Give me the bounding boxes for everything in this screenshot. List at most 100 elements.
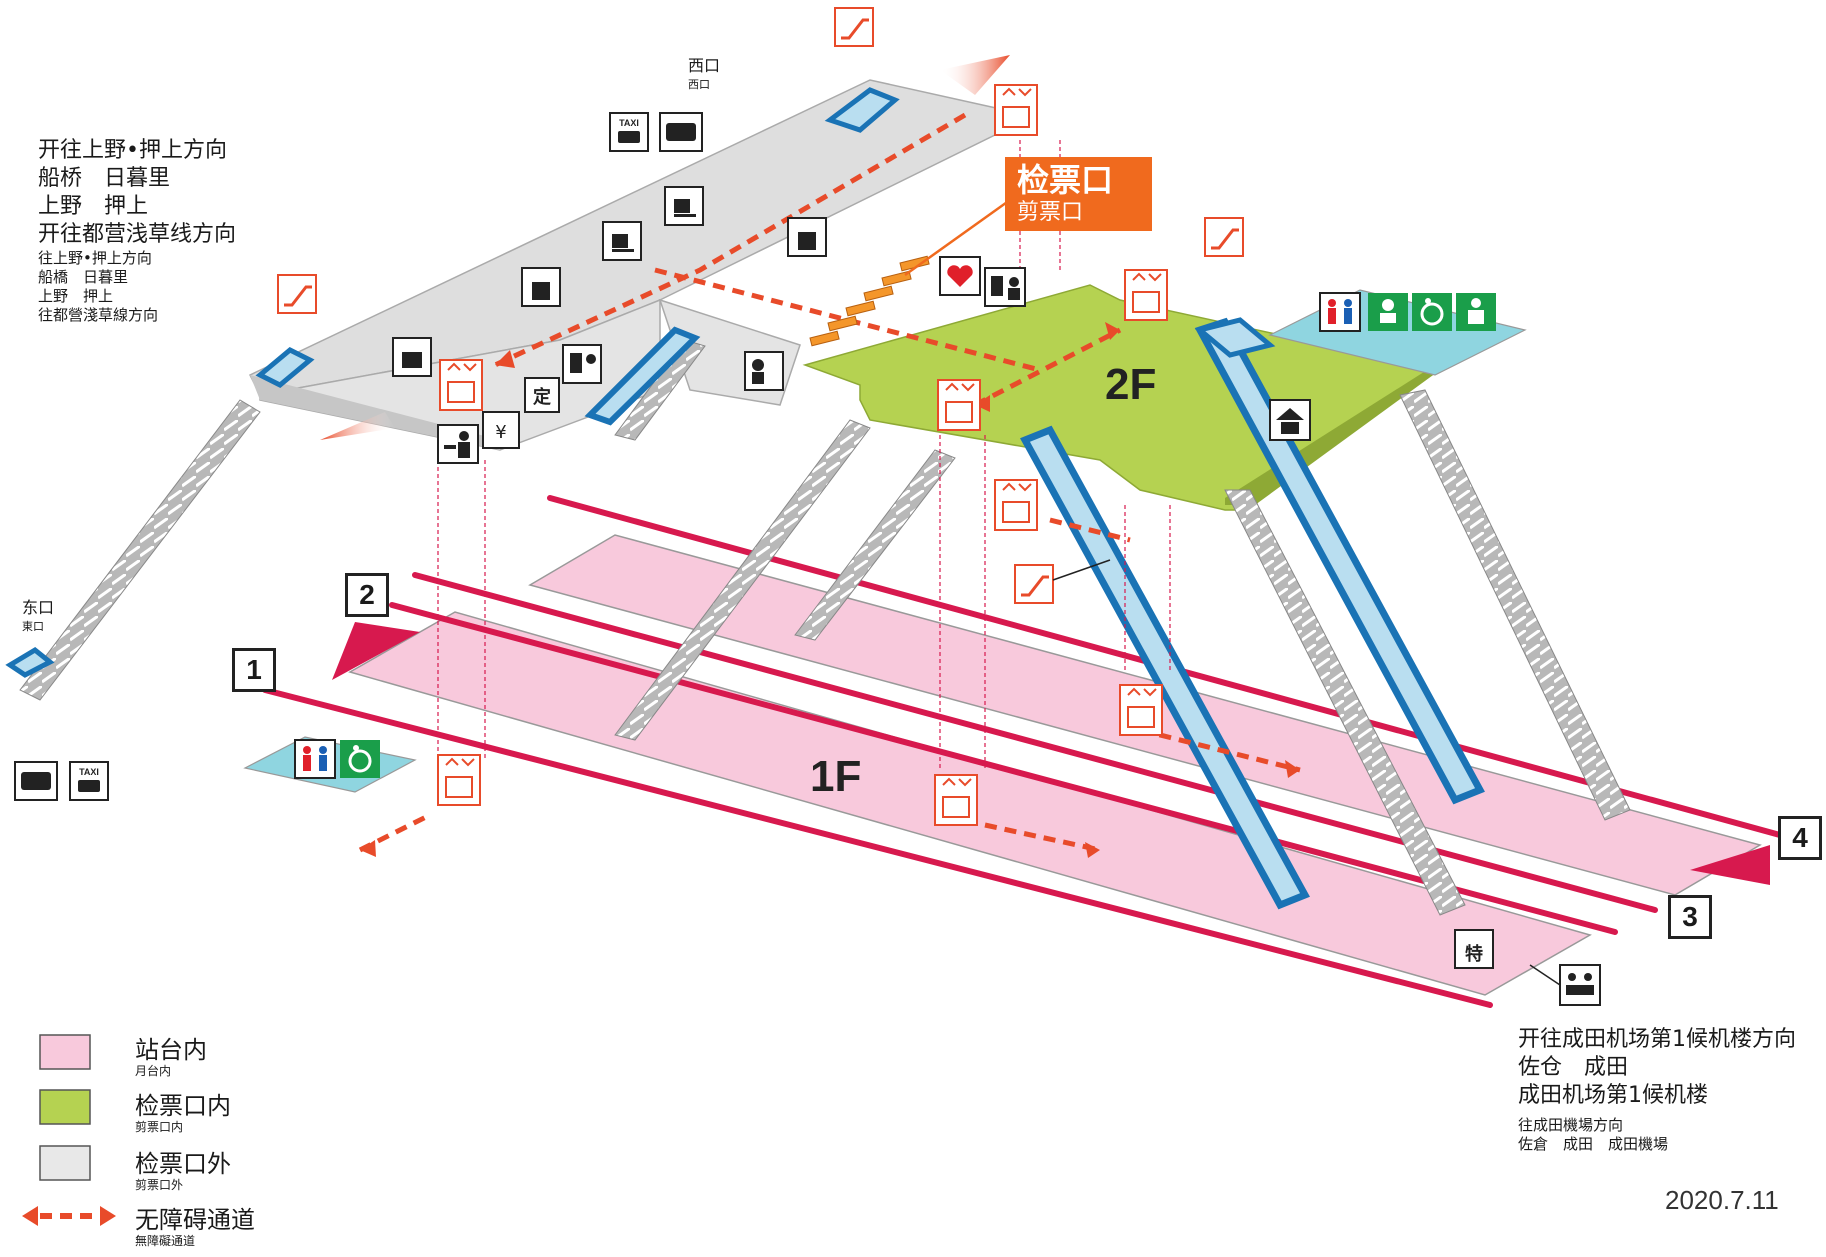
- aed-icon: [939, 256, 981, 296]
- waiting-room-leader: [1529, 964, 1561, 986]
- escalators: [5, 87, 1485, 910]
- stairs: [19, 339, 1631, 916]
- track-line-3: [412, 572, 1658, 913]
- shopping-icon: [787, 217, 827, 257]
- escalator-sign-leader: [1052, 559, 1111, 581]
- locker-icon: [392, 337, 432, 377]
- elevator-icon: [994, 479, 1038, 531]
- legend-route-arrow: [22, 1206, 116, 1226]
- taxi-icon: TAXI: [69, 761, 109, 801]
- legend-label-platform: 站台内: [135, 1036, 207, 1064]
- exit-west-main: 西口: [688, 56, 721, 75]
- elevator-icon: [934, 774, 978, 826]
- restroom-icon: [294, 739, 336, 779]
- barrier-free-route-heads: [360, 322, 1300, 858]
- legend-swatch-platform: [39, 1034, 91, 1070]
- coffee-icon: [664, 186, 704, 226]
- stairs-platform-a: [614, 419, 871, 741]
- direction-arrow-right: [1690, 845, 1770, 885]
- direction-lower-line: 佐仓 成田: [1518, 1055, 1629, 1080]
- stairs-east-exit: [19, 399, 261, 701]
- bus-icon: [14, 761, 58, 801]
- direction-upper-line: 上野 押上: [38, 194, 149, 219]
- elevator-icon: [1124, 269, 1168, 321]
- escalator-sign-icon: [834, 7, 874, 47]
- legend-label-outside: 检票口外: [135, 1150, 231, 1178]
- elevator-icon: [439, 359, 483, 411]
- escalator-2f-right: [1194, 317, 1276, 358]
- station-staff-icon: [744, 351, 784, 391]
- ticket-gates: [809, 255, 930, 347]
- taxi-text: TAXI: [619, 118, 639, 128]
- escalator-sign-icon: [1014, 564, 1054, 604]
- direction-lower-line: 开往成田机场第1候机楼方向: [1518, 1027, 1796, 1052]
- stairs-platform-d: [1399, 389, 1631, 821]
- wheelchair-toilet-icon: [1412, 293, 1452, 331]
- gate-label-leader: [904, 198, 1011, 277]
- ticket-gate-main: 检票口: [1017, 161, 1114, 199]
- legend-sub-outside: 剪票口外: [135, 1178, 184, 1192]
- exit-west-label: 西口 西口: [688, 52, 720, 92]
- coffee-icon: [602, 221, 642, 261]
- ticket-office-icon: [984, 267, 1026, 307]
- escalator-sign-icons: [277, 7, 1244, 604]
- exit-arrow-left: [320, 412, 395, 440]
- restroom-icon: [1319, 292, 1361, 332]
- direction-upper-line: 开往都营浅草线方向: [38, 222, 237, 247]
- shopping-icon: [521, 267, 561, 307]
- commuter-pass-icon: 定: [524, 377, 560, 413]
- track-number-1: 1: [232, 648, 276, 692]
- elevator-icons: [437, 84, 1168, 826]
- legend-sub-route: 無障礙通道: [135, 1234, 196, 1248]
- wheelchair-toilet-icon: [340, 740, 380, 778]
- elevator-icon: [994, 84, 1038, 136]
- escalator-left-exit: [255, 347, 315, 388]
- escalator-main: [1020, 425, 1310, 910]
- limited-express-text: 特: [1465, 943, 1483, 965]
- elevator-icon: [937, 379, 981, 431]
- direction-arrow-left: [332, 622, 420, 680]
- toilet-icons-1f: [294, 739, 380, 779]
- track-number-3: 3: [1668, 895, 1712, 939]
- stairs-platform-b: [794, 449, 956, 641]
- floor-label-1f: 1F: [810, 752, 862, 801]
- exit-east-main: 东口: [22, 598, 55, 617]
- commuter-pass-text: 定: [533, 386, 551, 408]
- escalator-east-exit: [5, 646, 55, 678]
- exit-west-sub: 西口: [688, 78, 710, 91]
- legend-swatch-outside: [39, 1145, 91, 1181]
- direction-upper-sub: 船橋 日暮里: [38, 268, 129, 286]
- recycling-bin-icon: [1269, 399, 1311, 441]
- direction-upper-sub: 上野 押上: [38, 287, 114, 305]
- exit-east-sub: 東口: [22, 620, 44, 633]
- direction-lower-sub: 佐倉 成田 成田機場: [1518, 1135, 1669, 1153]
- direction-lower-block: 开往成田机场第1候机楼方向 佐仓 成田 成田机场第1候机楼 往成田機場方向 佐倉…: [1518, 1026, 1796, 1154]
- information-icon: [437, 424, 479, 464]
- escalator-sign-icon: [1204, 217, 1244, 257]
- escalator-west: [824, 87, 900, 133]
- direction-upper-block: 开往上野•押上方向 船桥 日暮里 上野 押上 开往都营浅草线方向 往上野•押上方…: [38, 137, 236, 325]
- ticket-machine-icon: [562, 344, 602, 384]
- bus-icon: [659, 112, 703, 152]
- escalator-upper-left: [584, 326, 701, 426]
- legend-label-route: 无障碍通道: [135, 1206, 255, 1234]
- track-number-4: 4: [1778, 816, 1822, 860]
- legend-label-inside: 检票口内: [135, 1092, 231, 1120]
- exit-arrow-west: [940, 55, 1010, 95]
- barrier-free-routes: [358, 112, 1301, 853]
- toilet-icons-2f: [1319, 292, 1496, 332]
- direction-upper-line: 开往上野•押上方向: [38, 138, 227, 163]
- stairs-platform-c: [1224, 489, 1466, 916]
- ostomate-icon: [1456, 293, 1496, 331]
- legend-sub-inside: 剪票口内: [135, 1120, 184, 1134]
- baby-care-icon: [1368, 293, 1408, 331]
- direction-upper-sub: 往都營淺草線方向: [38, 306, 159, 324]
- floor-label-2f: 2F: [1105, 360, 1157, 409]
- track-line-1: [262, 687, 1493, 1008]
- ticket-gate-sub: 剪票口: [1017, 200, 1084, 225]
- elevator-icon: [437, 754, 481, 806]
- ticket-gate-label: 检票口 剪票口: [1005, 157, 1152, 231]
- track-lines: [262, 495, 1783, 1008]
- legend-sub-platform: 月台内: [135, 1064, 172, 1078]
